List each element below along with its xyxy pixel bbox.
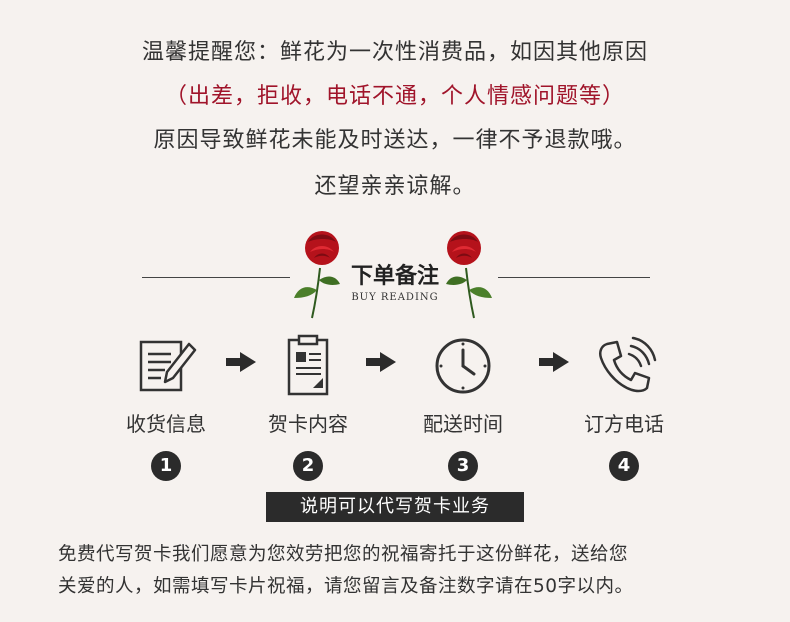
- step-number-badge: 1: [151, 451, 181, 481]
- form-edit-icon: [139, 340, 197, 392]
- step-number-badge: 2: [293, 451, 323, 481]
- notice-line-1: 温馨提醒您：鲜花为一次性消费品，如因其他原因: [141, 40, 648, 65]
- step-label: 贺卡内容: [268, 412, 348, 436]
- section-header: 下单备注 BUY READING: [0, 228, 790, 328]
- divider-right: [498, 277, 650, 278]
- step-receiver-info: 收货信息 1: [106, 330, 226, 481]
- arrow-right-icon: [539, 352, 569, 372]
- notice-line-4: 还望亲亲谅解。: [314, 174, 476, 199]
- notice-line-2: （出差，拒收，电话不通，个人情感问题等）: [164, 84, 625, 109]
- arrow-right-icon: [226, 352, 256, 372]
- step-buyer-phone: 订方电话 4: [564, 330, 684, 481]
- step-number-badge: 4: [609, 451, 639, 481]
- section-title: 下单备注: [350, 263, 439, 289]
- step-label: 配送时间: [423, 412, 503, 436]
- clipboard-icon: [287, 334, 329, 396]
- step-label: 订方电话: [584, 412, 664, 436]
- step-number-badge: 3: [448, 451, 478, 481]
- notice-line-3: 原因导致鲜花未能及时送达，一律不予退款哦。: [153, 128, 637, 153]
- card-service-banner: 说明可以代写贺卡业务: [266, 492, 524, 522]
- step-delivery-time: 配送时间 3: [403, 330, 523, 481]
- step-label: 收货信息: [126, 412, 206, 436]
- rose-icon: [446, 231, 492, 319]
- section-subtitle: BUY READING: [351, 292, 439, 303]
- step-card-content: 贺卡内容 2: [248, 330, 368, 481]
- description-line-1: 免费代写贺卡我们愿意为您效劳把您的祝福寄托于这份鲜花，送给您: [58, 544, 629, 565]
- rose-icon: [294, 231, 340, 319]
- arrow-right-icon: [366, 352, 396, 372]
- description-line-2: 关爱的人，如需填写卡片祝福，请您留言及备注数字请在50字以内。: [58, 576, 634, 597]
- clock-icon: [435, 338, 491, 394]
- phone-icon: [599, 336, 657, 393]
- divider-left: [142, 277, 290, 278]
